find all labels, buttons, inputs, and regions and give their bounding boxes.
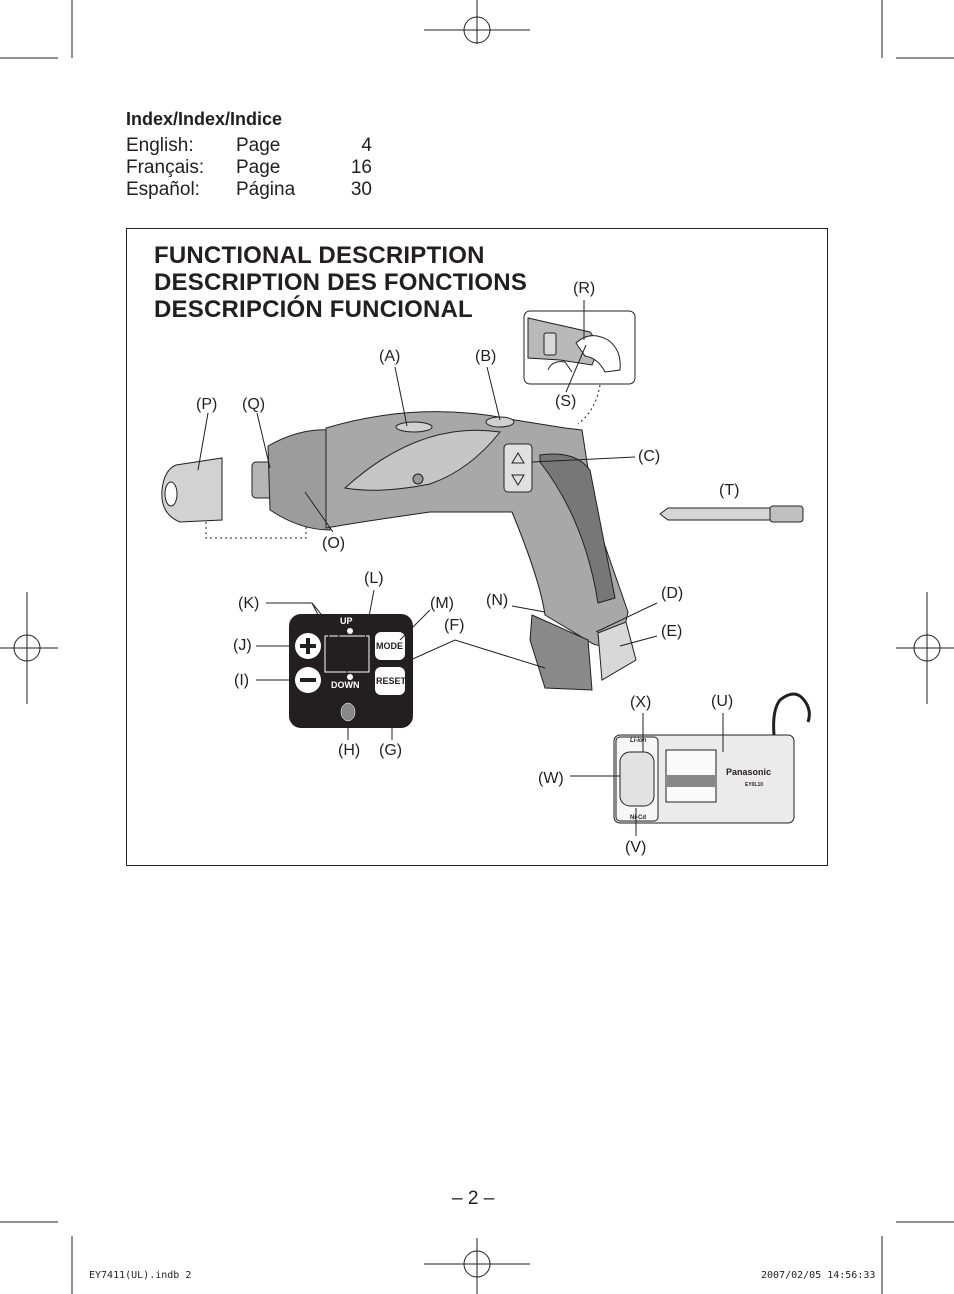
driver-bit (659, 505, 804, 523)
index-row-spanish: Español: Página 30 (126, 179, 376, 201)
index-page-number: 30 (350, 179, 372, 200)
inset-switch-detail (523, 310, 636, 385)
section-title-fr: DESCRIPTION DES FONCTIONS (154, 269, 528, 296)
label-m: (M) (430, 595, 454, 612)
label-q: (Q) (242, 396, 266, 413)
control-panel (289, 614, 413, 728)
index-row-english: English: Page 4 (126, 135, 376, 157)
index-page-number: 16 (350, 157, 372, 178)
reset-button-label: RESET (376, 676, 407, 686)
charger-brand: Panasonic (726, 767, 772, 777)
index-language: English: (126, 135, 194, 156)
label-h: (H) (338, 742, 361, 759)
section-title-en: FUNCTIONAL DESCRIPTION (154, 242, 485, 269)
label-a: (A) (379, 348, 401, 365)
panel-up-label: UP (340, 616, 353, 626)
charger-nicd-label: Ni-Cd (630, 815, 646, 821)
label-k: (K) (238, 595, 260, 612)
label-d: (D) (661, 585, 684, 602)
label-f: (F) (444, 617, 465, 634)
label-c: (C) (638, 448, 661, 465)
screwdriver-body (251, 411, 637, 691)
footer-timestamp: 2007/02/05 14:56:33 (761, 1270, 876, 1281)
label-t: (T) (719, 482, 740, 499)
index-language: Español: (126, 179, 200, 200)
charger-model: EY0L10 (745, 782, 764, 788)
label-v: (V) (625, 839, 647, 856)
mode-button-label: MODE (376, 641, 403, 651)
label-o: (O) (322, 535, 346, 552)
label-n: (N) (486, 592, 509, 609)
page-number: – 2 – (452, 1188, 495, 1209)
label-s: (S) (555, 393, 577, 410)
label-x: (X) (630, 694, 652, 711)
index-page-word: Page (236, 135, 281, 156)
label-l: (L) (364, 570, 384, 587)
index-page-number: 4 (361, 135, 372, 156)
index-language: Français: (126, 157, 205, 178)
label-b: (B) (475, 348, 497, 365)
label-u: (U) (711, 693, 734, 710)
label-g: (G) (379, 742, 403, 759)
label-p: (P) (196, 396, 218, 413)
index-row-french: Français: Page 16 (126, 157, 376, 179)
index-page-word: Page (236, 157, 281, 178)
label-r: (R) (573, 280, 596, 297)
bit-cap (161, 457, 223, 523)
label-i: (I) (234, 672, 250, 689)
footer-file-info: EY7411(UL).indb 2 (89, 1270, 192, 1281)
index-title: Index/Index/Indice (126, 109, 283, 129)
charger-liion-label: Li-ion (630, 738, 647, 744)
index-page-word: Página (236, 179, 296, 200)
label-w: (W) (538, 770, 564, 787)
label-j: (J) (233, 637, 252, 654)
battery-charger (613, 692, 811, 824)
section-title-es: DESCRIPCIÓN FUNCIONAL (154, 296, 473, 323)
label-e: (E) (661, 623, 683, 640)
panel-down-label: DOWN (331, 680, 360, 690)
functional-description-frame (126, 228, 828, 866)
